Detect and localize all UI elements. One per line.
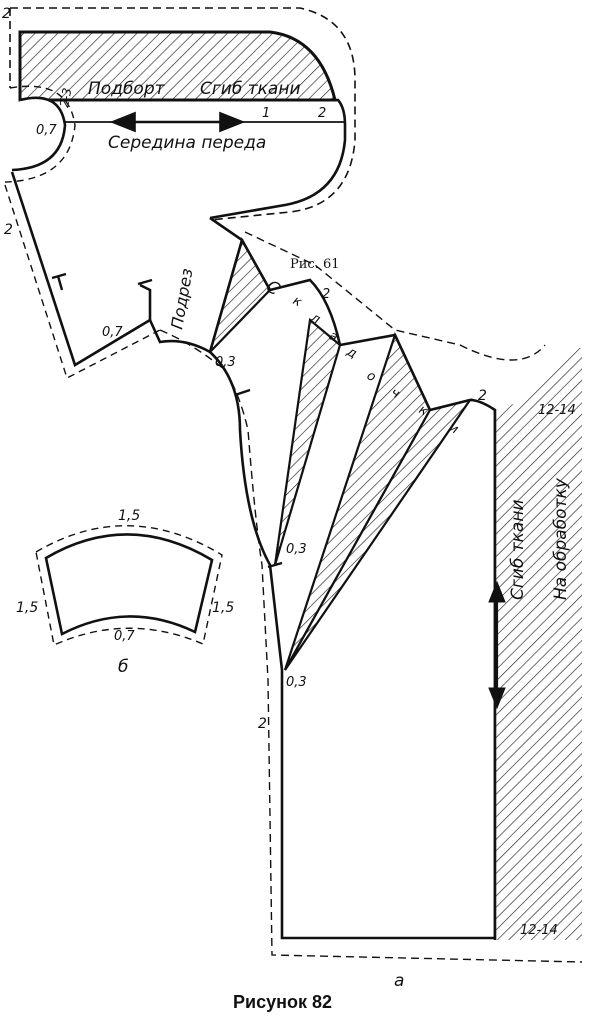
dim-hem-12-14-top: 12-14	[538, 403, 576, 418]
left-panel-outline	[10, 171, 152, 367]
label-seredina-pereda: Середина переда	[108, 133, 266, 153]
dim-fold-2: 2	[318, 106, 326, 121]
label-podrez: Подрез	[167, 267, 196, 331]
dim-piece-right-1-5: 1,5	[212, 600, 234, 616]
dim-piece-bottom-0-7: 0,7	[114, 629, 135, 644]
dim-hem-12-14-bottom: 12-14	[520, 923, 558, 938]
label-fig-a: а	[394, 971, 404, 991]
overlay-note: Рис. 61	[290, 257, 340, 272]
neck-curve	[11, 96, 67, 172]
dim-upper-2-3: 2-3	[57, 87, 74, 109]
label-skladochki-2: к	[290, 293, 304, 310]
neck-curve-dashed	[4, 85, 76, 183]
dim-dart-0-3-c: 0,3	[286, 675, 307, 690]
tuck-wedge-2	[273, 317, 342, 566]
dim-piece-left-1-5: 1,5	[16, 600, 38, 616]
label-sgib-tkani-top: Сгиб ткани	[200, 79, 301, 99]
left-panel-dashed	[4, 184, 161, 380]
piece-b-dashed	[35, 525, 223, 646]
dim-top-left-2: 2	[2, 6, 11, 22]
dim-left-2: 2	[4, 222, 13, 238]
label-na-obrabotku: На обработку	[551, 477, 571, 600]
dim-armhole-0-7: 0,7	[102, 325, 123, 340]
dim-shoulder-2: 2	[322, 287, 330, 302]
dim-fold-1: 1	[262, 106, 270, 121]
dim-neck-0-7: 0,7	[36, 123, 57, 138]
shoulder-dashed	[244, 231, 546, 361]
label-podbort: Подборт	[88, 79, 166, 99]
dim-side-2: 2	[258, 716, 267, 732]
front-panel-dashed	[159, 329, 583, 963]
dim-shoulder-right-2: 2	[478, 388, 487, 404]
dim-tuck-0-3-a: 0,3	[215, 355, 236, 370]
piece-b-outline	[44, 533, 214, 636]
notch-4	[137, 278, 153, 286]
tuck-wedge-1	[208, 237, 272, 353]
label-fig-b: б	[118, 657, 128, 677]
facing-outline	[18, 32, 347, 220]
hem-allowance-hatched	[495, 348, 582, 940]
label-skladochki-5: д	[343, 344, 359, 362]
figure-caption: Рисунок 82	[233, 992, 332, 1012]
label-sgib-tkani-side: Сгиб ткани	[508, 500, 528, 601]
notch-2	[234, 388, 251, 397]
notch-3	[267, 561, 283, 569]
dim-piece-top-1-5: 1,5	[118, 508, 140, 524]
dim-dart-0-3-b: 0,3	[286, 542, 307, 557]
facing-seam-allowance	[10, 7, 356, 221]
front-panel-outline	[148, 216, 497, 940]
notch-1b	[56, 275, 64, 291]
label-skladochki-6: о	[364, 368, 378, 385]
